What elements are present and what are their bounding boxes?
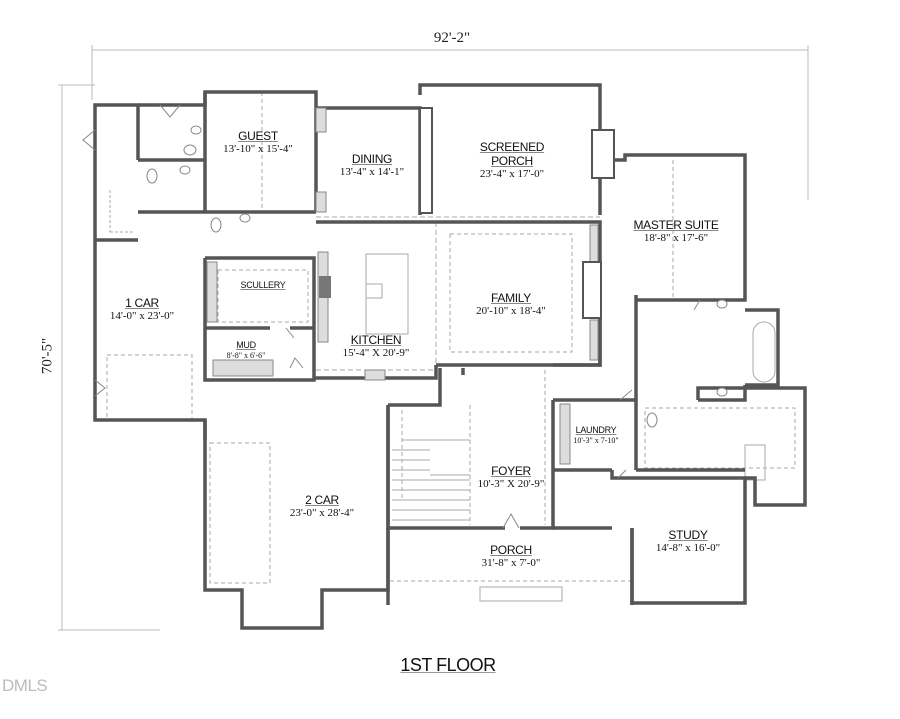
room-name: 1 CAR [125,296,159,310]
room-label-master-suite: MASTER SUITE 18'-8" x 17'-6" [633,218,718,245]
room-label-2-car-garage: 2 CAR 23'-0" x 28'-4" [290,493,354,520]
room-name-line2: PORCH [491,154,533,168]
room-dimensions: 10'-3" x 7-10" [573,436,619,445]
room-dimensions: 31'-8" x 7'-0" [481,557,541,569]
room-dimensions: 10'-3" X 20'-9" [477,478,545,490]
room-name: PORCH [490,543,532,557]
room-label-porch: PORCH 31'-8" x 7'-0" [482,543,541,570]
exterior-walls [93,83,807,630]
room-name: MASTER SUITE [633,218,719,232]
room-dimensions: 23'-4" x 17'-0" [479,168,545,180]
room-name: FOYER [491,464,531,478]
plumbing-fixtures [146,125,728,428]
room-name: 2 CAR [305,493,339,507]
room-label-guest: GUEST 13'-10" x 15'-4" [223,129,293,156]
room-dimensions: 13'-4" x 14'-1" [339,166,405,178]
overall-width-dimension: 92'-2" [433,30,471,46]
room-dimensions: 23'-0" x 28'-4" [289,507,355,519]
interior-detail-lines [106,92,796,602]
room-name: KITCHEN [350,333,402,347]
room-label-study: STUDY 14'-8" x 16'-0" [656,528,720,555]
cooktop [319,276,331,298]
room-name-line1: SCREENED [479,140,545,154]
room-dimensions: 20'-10" x 18'-4" [476,305,546,317]
room-label-screened-porch: SCREENED PORCH 23'-4" x 17'-0" [479,140,545,181]
watermark: DMLS [2,676,48,695]
room-name: MUD [236,340,256,350]
room-dimensions: 13'-10" x 15'-4" [223,143,293,155]
room-name: DINING [351,152,393,166]
room-label-family: FAMILY 20'-10" x 18'-4" [476,291,546,318]
room-label-mud: MUD 8'-8" x 6'-6" [227,340,266,361]
overall-depth-dimension: 70'-5" [39,337,56,375]
floor-title: 1ST FLOOR [400,655,496,675]
room-label-foyer: FOYER 10'-3" X 20'-9" [478,464,545,491]
door-swings [82,104,701,529]
room-name: SCULLERY [240,280,286,290]
staircase [392,449,470,521]
room-label-laundry: LAUNDRY 10'-3" x 7-10" [573,425,618,446]
room-label-scullery: SCULLERY [241,280,286,291]
room-dimensions: 8'-8" x 6'-6" [226,351,266,360]
room-dimensions: 14'-8" x 16'-0" [655,542,721,554]
room-name: LAUNDRY [575,425,617,435]
room-name: FAMILY [491,291,531,305]
room-dimensions: 15'-4" X 20'-9" [342,347,410,359]
room-label-1-car-garage: 1 CAR 14'-0" x 23'-0" [110,296,174,323]
room-label-kitchen: KITCHEN 15'-4" X 20'-9" [343,333,410,360]
room-dimensions: 14'-0" x 23'-0" [109,310,175,322]
room-label-dining: DINING 13'-4" x 14'-1" [340,152,404,179]
dimension-lines [58,45,809,631]
room-name: STUDY [668,528,708,542]
fireplaces [419,107,615,319]
room-dimensions: 18'-8" x 17'-6" [643,232,709,244]
room-name: GUEST [238,129,278,143]
